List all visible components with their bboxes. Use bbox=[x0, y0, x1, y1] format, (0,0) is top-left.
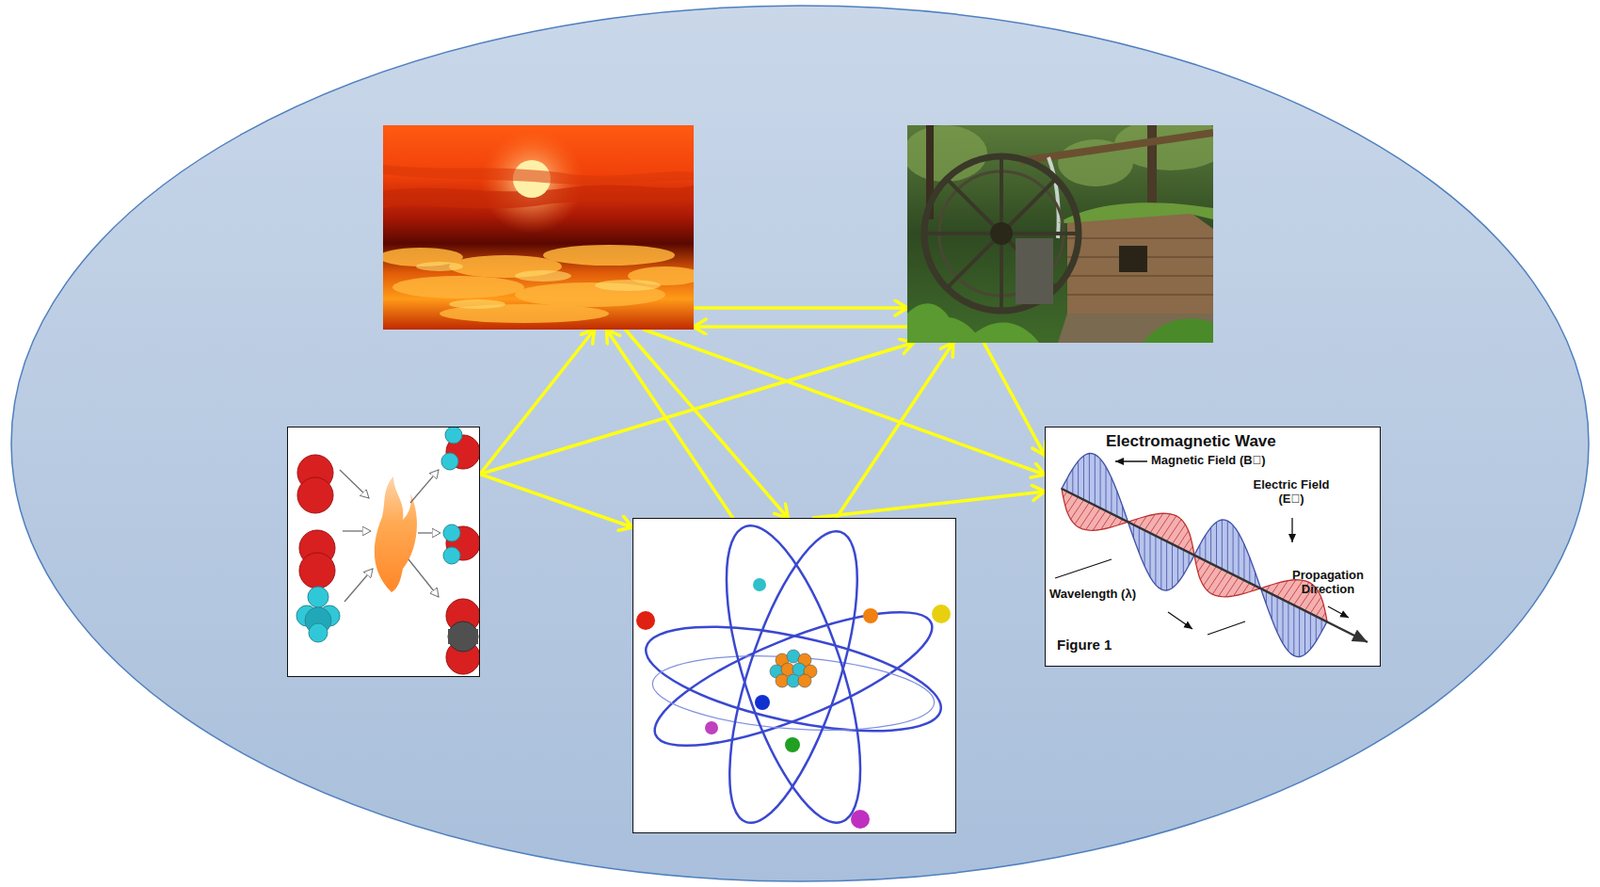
illustration-box bbox=[287, 426, 480, 677]
arrow-connector bbox=[643, 329, 1045, 475]
field-label: Electric Field (E⃗) bbox=[1248, 478, 1334, 507]
arrow-connector bbox=[480, 474, 633, 528]
arrow-connector bbox=[983, 342, 1045, 456]
sunset-photo bbox=[383, 125, 694, 330]
figure-box: Electromagnetic WaveMagnetic Field (B⃗) E… bbox=[1044, 426, 1381, 667]
direction-label: Propagation Direction bbox=[1279, 568, 1377, 597]
arrow-connector bbox=[607, 329, 734, 518]
arrow-connector bbox=[814, 491, 1045, 518]
photo-box bbox=[383, 125, 694, 330]
arrow-connector bbox=[836, 342, 954, 518]
arrow-connector bbox=[480, 342, 914, 475]
waterwheel-photo bbox=[907, 125, 1214, 343]
figure-number: Figure 1 bbox=[1056, 636, 1170, 653]
atom-illustration bbox=[633, 518, 957, 833]
arrow-connector bbox=[480, 329, 594, 475]
wavelength-label: Wavelength (λ) bbox=[1049, 587, 1172, 602]
illustration-box bbox=[632, 517, 957, 833]
combustion-illustration bbox=[288, 427, 480, 677]
arrow-connector bbox=[624, 329, 788, 518]
figure-title: Electromagnetic Wave bbox=[1105, 432, 1323, 451]
arrow-connector bbox=[693, 324, 908, 329]
field-label: Magnetic Field (B⃗) bbox=[1151, 453, 1340, 468]
photo-box bbox=[907, 125, 1214, 343]
arrow-connector bbox=[693, 305, 908, 310]
